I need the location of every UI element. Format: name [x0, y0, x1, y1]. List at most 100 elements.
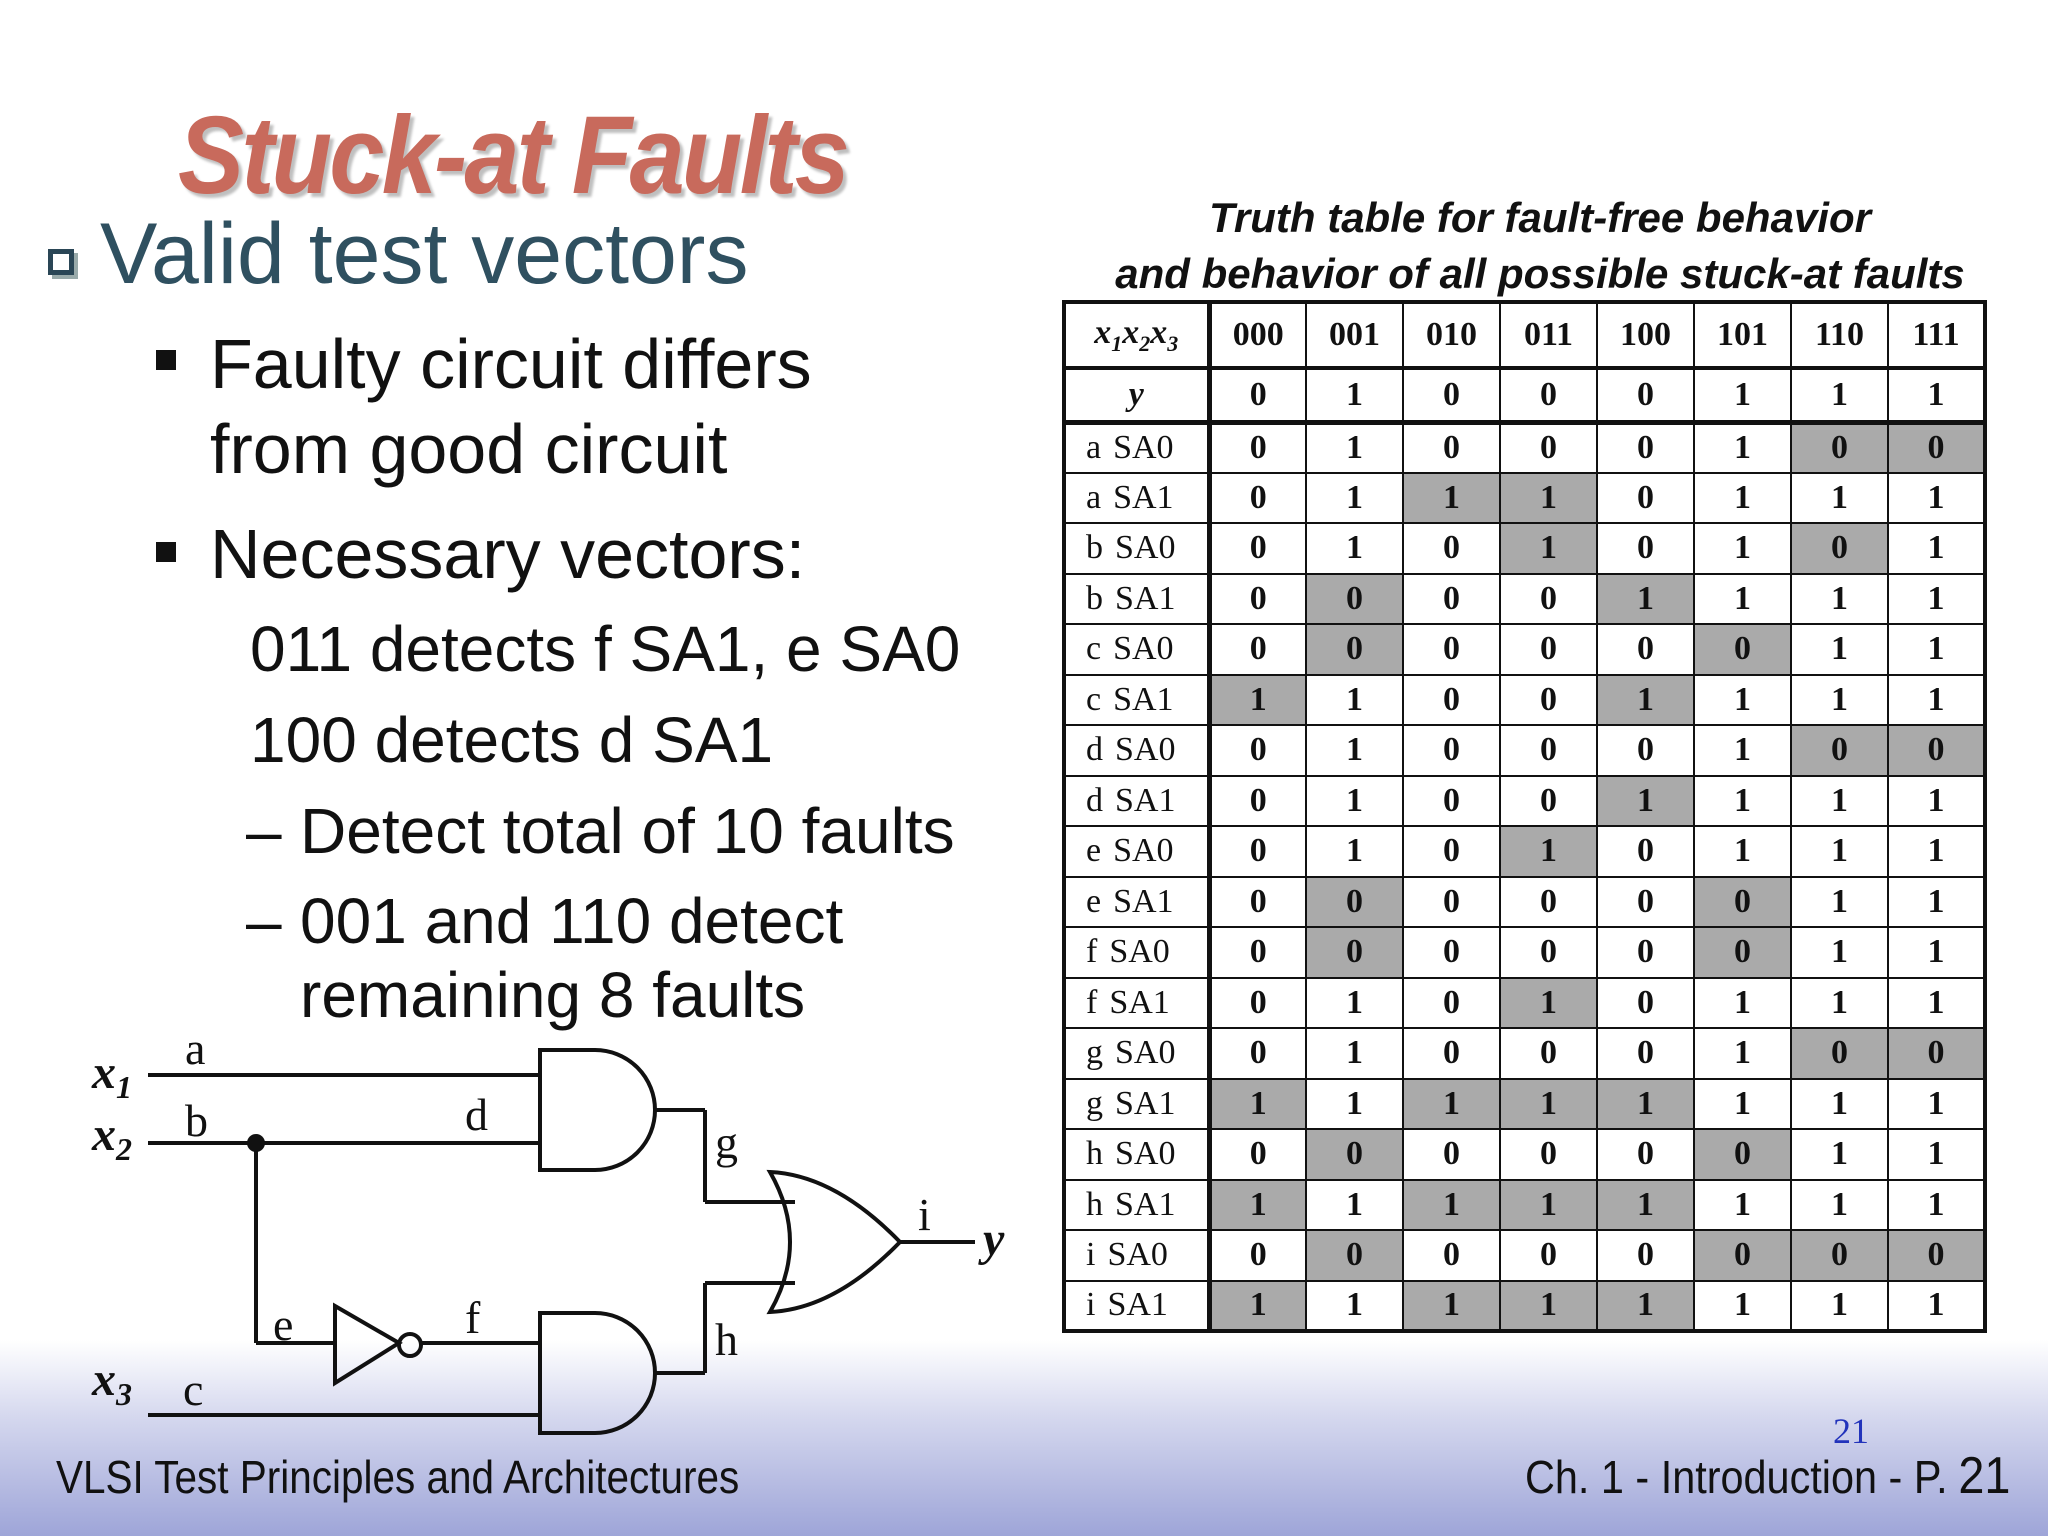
table-caption-line1: Truth table for fault-free behavior [1209, 194, 1871, 241]
fault-type: SA1 [1113, 882, 1174, 920]
detected-value-cell: 1 [1596, 1077, 1695, 1130]
value-cell: 1 [1887, 572, 1986, 625]
value-cell: 0 [1402, 522, 1501, 575]
value-cell: 1 [1790, 774, 1889, 827]
value-cell: 0 [1402, 774, 1501, 827]
value-cell: 1 [1887, 926, 1986, 979]
value-cell: 0 [1596, 1027, 1695, 1080]
fault-type: SA0 [1115, 529, 1176, 567]
detected-value-cell: 0 [1693, 926, 1792, 979]
detected-value-cell: 1 [1208, 1077, 1307, 1130]
fault-net: a [1086, 429, 1102, 466]
value-cell: 0 [1402, 875, 1501, 928]
vector-header-cell: 110 [1790, 301, 1889, 370]
value-cell: 1 [1693, 724, 1792, 777]
dash-marker: – [246, 885, 282, 957]
detected-value-cell: 1 [1499, 1279, 1598, 1332]
net-label-a: a [185, 1023, 205, 1074]
net-label-d: d [465, 1089, 488, 1140]
slide-title: Stuck-at Faults [178, 94, 850, 217]
detected-value-cell: 1 [1208, 673, 1307, 726]
square-bullet-icon [156, 350, 176, 370]
value-cell: 0 [1596, 1128, 1695, 1181]
vector-header-cell: 101 [1693, 301, 1792, 370]
fault-type: SA0 [1115, 731, 1176, 769]
fault-type: SA0 [1113, 429, 1174, 466]
value-cell: 1 [1693, 825, 1792, 878]
fault-type: SA0 [1113, 832, 1174, 870]
value-cell: 1 [1305, 1027, 1404, 1080]
value-cell: 1 [1790, 1178, 1889, 1231]
value-cell: 0 [1596, 875, 1695, 928]
fault-net: c [1086, 630, 1102, 668]
fault-net: e [1086, 882, 1102, 920]
net-label-h: h [715, 1314, 738, 1365]
value-cell: 1 [1887, 522, 1986, 575]
value-cell: 0 [1499, 1229, 1598, 1282]
value-cell: 0 [1402, 673, 1501, 726]
value-cell: 1 [1790, 1128, 1889, 1181]
value-cell: 1 [1887, 875, 1986, 928]
value-cell: 0 [1499, 724, 1598, 777]
value-cell: 1 [1305, 724, 1404, 777]
value-cell: 0 [1402, 825, 1501, 878]
vector-header-cell: 010 [1402, 301, 1501, 370]
y-value-cell: 0 [1499, 367, 1598, 425]
value-cell: 1 [1305, 673, 1404, 726]
detected-value-cell: 0 [1693, 1128, 1792, 1181]
value-cell: 0 [1208, 1229, 1307, 1282]
footer-right: Ch. 1 - Introduction - P. 21 [1524, 1446, 2010, 1506]
value-cell: 1 [1693, 522, 1792, 575]
value-cell: 1 [1887, 774, 1986, 827]
value-cell: 1 [1305, 976, 1404, 1029]
y-value-cell: 1 [1790, 367, 1889, 425]
fault-type: SA0 [1113, 630, 1174, 668]
table-caption: Truth table for fault-free behavior and … [1060, 190, 2020, 302]
value-cell: 0 [1402, 623, 1501, 676]
fault-label-cell: c SA0 [1063, 623, 1212, 676]
value-cell: 1 [1693, 1077, 1792, 1130]
y-value-cell: 0 [1402, 367, 1501, 425]
footer-band [0, 1340, 2048, 1536]
fault-type: SA1 [1113, 680, 1174, 718]
value-cell: 0 [1499, 572, 1598, 625]
value-cell: 1 [1693, 1027, 1792, 1080]
input-x2-label: x2 [91, 1108, 132, 1167]
vector-header-cell: 011 [1499, 301, 1598, 370]
fault-net: f [1086, 933, 1098, 971]
detected-value-cell: 0 [1790, 724, 1889, 777]
detected-value-cell: 1 [1596, 572, 1695, 625]
detect-line-2: 100 detects d SA1 [250, 704, 774, 776]
value-cell: 1 [1693, 1178, 1792, 1231]
fault-net: f [1086, 983, 1098, 1021]
value-cell: 0 [1596, 926, 1695, 979]
value-cell: 1 [1693, 1279, 1792, 1332]
fault-net: b [1086, 529, 1103, 567]
detected-value-cell: 0 [1305, 926, 1404, 979]
detected-value-cell: 0 [1887, 1027, 1986, 1080]
detected-value-cell: 1 [1208, 1279, 1307, 1332]
value-cell: 0 [1499, 623, 1598, 676]
value-cell: 0 [1499, 1128, 1598, 1181]
value-cell: 0 [1402, 926, 1501, 979]
footer-left: VLSI Test Principles and Architectures [56, 1451, 740, 1503]
dash-item-1: Detect total of 10 faults [300, 795, 955, 867]
value-cell: 0 [1402, 421, 1501, 474]
input-x1-label: x1 [91, 1046, 132, 1105]
value-cell: 0 [1499, 926, 1598, 979]
